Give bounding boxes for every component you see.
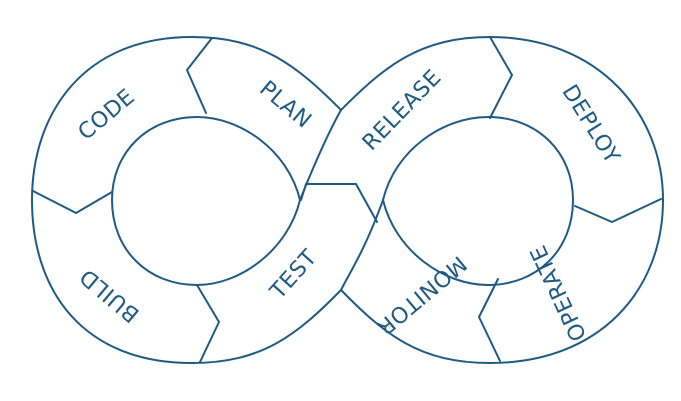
- divider-code-plan: [186, 37, 213, 114]
- divider-release-deploy: [489, 36, 513, 119]
- stage-label-release: RELEASE: [358, 65, 447, 156]
- stage-label-operate: OPERATE: [526, 241, 592, 345]
- divider-build-test: [196, 284, 220, 363]
- divider-code-build: [32, 190, 113, 214]
- left-inner-hole: [111, 116, 301, 286]
- stage-label-code: CODE: [74, 84, 140, 145]
- stage-label-monitor: MONITOR: [371, 250, 470, 339]
- stage-label-build: BUILD: [75, 263, 144, 327]
- divider-deploy-operate: [574, 198, 662, 223]
- stage-label-test: TEST: [265, 245, 322, 305]
- stage-label-plan: PLAN: [254, 76, 316, 133]
- right-inner-hole: [382, 116, 574, 286]
- divider-operate-monitor: [478, 278, 501, 362]
- stage-label-deploy: DEPLOY: [557, 81, 625, 169]
- divider-test-release: [300, 183, 378, 223]
- crossing-band-lower: [340, 199, 384, 291]
